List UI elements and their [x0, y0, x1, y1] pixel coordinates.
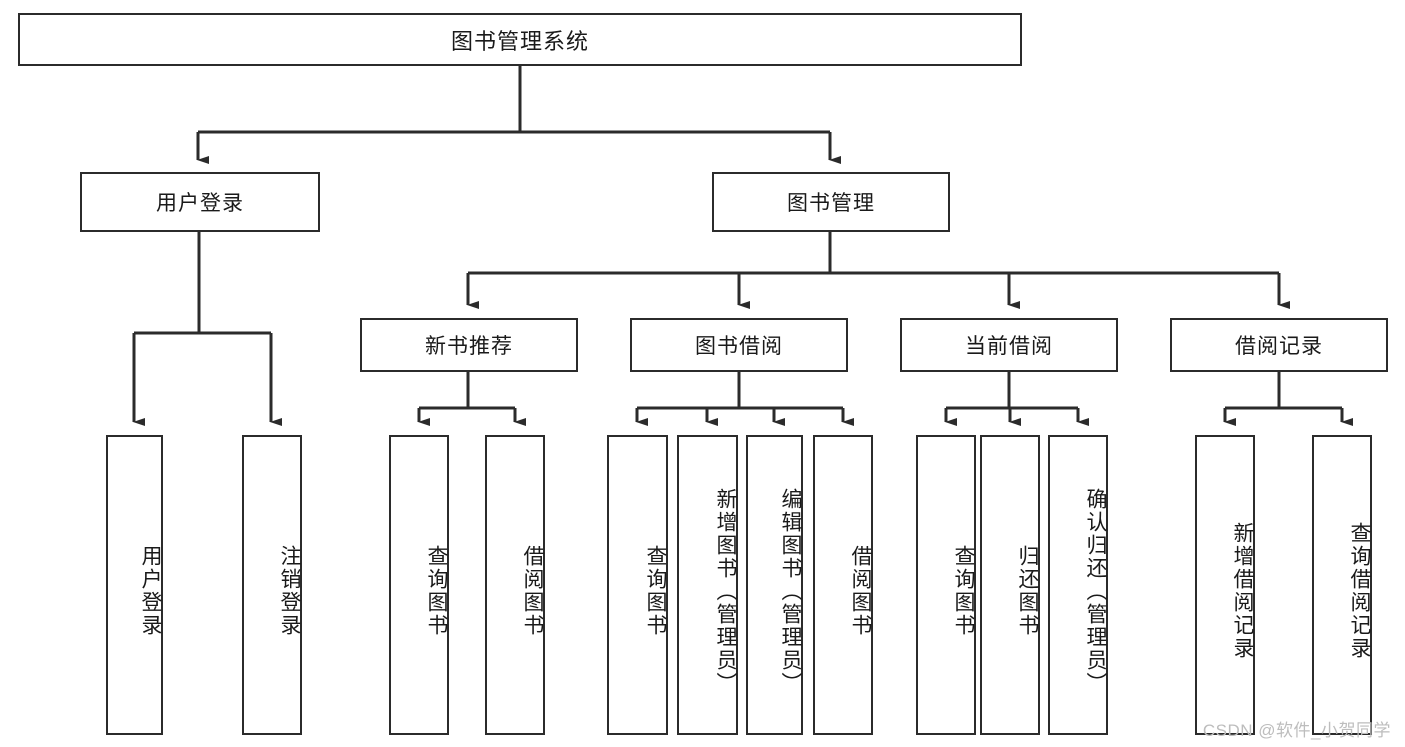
leaf-query-borrow-record[interactable]: 查询借阅记录: [1312, 435, 1372, 735]
node-book-borrow[interactable]: 图书借阅: [630, 318, 848, 372]
leaf-query-book-borrow[interactable]: 查询图书: [607, 435, 668, 735]
node-borrow-record[interactable]: 借阅记录: [1170, 318, 1388, 372]
leaf-borrow-book[interactable]: 借阅图书: [813, 435, 873, 735]
watermark: CSDN @软件_小贺同学: [1202, 721, 1391, 740]
leaf-edit-book-admin[interactable]: 编辑图书（管理员）: [746, 435, 803, 735]
node-book-management[interactable]: 图书管理: [712, 172, 950, 232]
leaf-add-borrow-record[interactable]: 新增借阅记录: [1195, 435, 1255, 735]
leaf-confirm-return-admin[interactable]: 确认归还（管理员）: [1048, 435, 1108, 735]
leaf-add-book-admin[interactable]: 新增图书（管理员）: [677, 435, 738, 735]
leaf-logout-login[interactable]: 注销登录: [242, 435, 302, 735]
leaf-query-book-current[interactable]: 查询图书: [916, 435, 976, 735]
node-current-borrow[interactable]: 当前借阅: [900, 318, 1118, 372]
leaf-user-login[interactable]: 用户登录: [106, 435, 163, 735]
node-root-system[interactable]: 图书管理系统: [18, 13, 1022, 66]
node-user-login[interactable]: 用户登录: [80, 172, 320, 232]
node-new-book-recommend[interactable]: 新书推荐: [360, 318, 578, 372]
leaf-query-book-recommend[interactable]: 查询图书: [389, 435, 449, 735]
leaf-borrow-book-recommend[interactable]: 借阅图书: [485, 435, 545, 735]
leaf-return-book[interactable]: 归还图书: [980, 435, 1040, 735]
